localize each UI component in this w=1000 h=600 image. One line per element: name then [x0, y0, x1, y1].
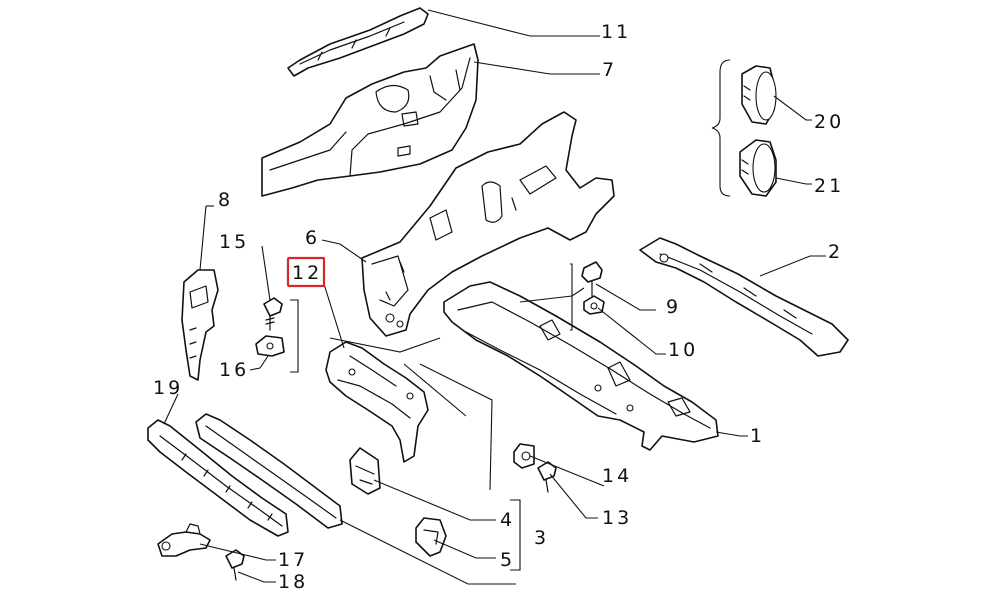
leader-9: [595, 283, 656, 311]
leader-15: [261, 245, 271, 301]
part-20-grommet: [741, 65, 777, 125]
callout-13[interactable]: 13: [602, 507, 632, 529]
part-4-small-bracket: [349, 447, 381, 495]
callout-12[interactable]: 12: [292, 262, 322, 284]
callout-19[interactable]: 19: [153, 377, 183, 399]
leader-5: [433, 539, 496, 559]
part-15-bolt: [263, 297, 283, 331]
leader-6: [321, 239, 367, 263]
highlight-box-12: [286, 256, 326, 288]
part-8-bracket: [181, 269, 219, 381]
part-12-bracket: [325, 341, 429, 463]
callout-6[interactable]: 6: [305, 227, 320, 249]
part-5-small-bracket: [415, 517, 447, 557]
leader-2: [759, 255, 826, 277]
callout-5[interactable]: 5: [500, 549, 515, 571]
brace-4-5: [510, 499, 521, 571]
part-17-clamp: [157, 523, 211, 557]
callout-8[interactable]: 8: [218, 189, 233, 211]
part-16-clip: [255, 335, 285, 357]
callout-11[interactable]: 11: [601, 21, 631, 43]
leader-16: [249, 355, 269, 371]
part-14-clip: [513, 443, 535, 469]
leader-1-link: [403, 363, 467, 417]
brace-15-16: [290, 299, 299, 373]
part-9-bolt: [581, 261, 603, 297]
part-1-crossmember: [443, 281, 719, 451]
callout-20[interactable]: 20: [814, 111, 844, 133]
brace-9-10: [570, 263, 573, 331]
leader-14: [529, 455, 605, 487]
callout-21[interactable]: 21: [814, 175, 844, 197]
callout-1[interactable]: 1: [750, 425, 765, 447]
leader-18: [237, 571, 276, 583]
part-2-side-rail: [639, 237, 849, 357]
part-19-lower-panel: [147, 419, 289, 537]
leader-4: [373, 479, 496, 521]
part-13-bolt: [537, 461, 557, 493]
callout-labels: 11 7 20 21 8 15 6 2 12 9 10 16 19 1 14 4…: [153, 21, 844, 593]
leader-8: [199, 205, 207, 271]
leader-11: [427, 9, 600, 37]
callout-14[interactable]: 14: [602, 465, 632, 487]
part-7-wheelhouse-panel: [261, 43, 479, 197]
leader-13: [549, 473, 598, 519]
leader-9-10-link: [519, 287, 585, 303]
leader-crossmember-link: [329, 337, 441, 353]
callout-10[interactable]: 10: [668, 339, 698, 361]
part-3-crossbar: [195, 413, 343, 529]
leader-20: [773, 95, 812, 121]
grouping-braces: [206, 59, 731, 571]
part-10-nut: [583, 295, 605, 315]
brace-20-21: [711, 59, 731, 197]
callout-4[interactable]: 4: [500, 509, 515, 531]
callout-2[interactable]: 2: [828, 241, 843, 263]
callout-17[interactable]: 17: [278, 549, 308, 571]
leader-lines: [163, 9, 826, 585]
leader-3-line: [339, 519, 516, 585]
callout-15[interactable]: 15: [219, 231, 249, 253]
callout-3[interactable]: 3: [534, 527, 549, 549]
part-18-bolt: [225, 549, 245, 581]
part-11-strip: [287, 7, 429, 77]
leader-21: [775, 177, 812, 185]
leader-19: [163, 393, 179, 425]
callout-9[interactable]: 9: [666, 296, 681, 318]
leader-1: [715, 431, 748, 437]
callout-16[interactable]: 16: [219, 359, 249, 381]
part-21-grommet: [739, 139, 777, 197]
leader-12-dash: [419, 363, 493, 491]
leader-12: [323, 283, 345, 349]
callout-7[interactable]: 7: [602, 59, 617, 81]
callout-18[interactable]: 18: [278, 571, 308, 593]
part-6-side-member: [361, 111, 615, 337]
leader-17: [199, 543, 276, 561]
leader-7: [473, 61, 600, 75]
leader-10: [597, 307, 666, 355]
